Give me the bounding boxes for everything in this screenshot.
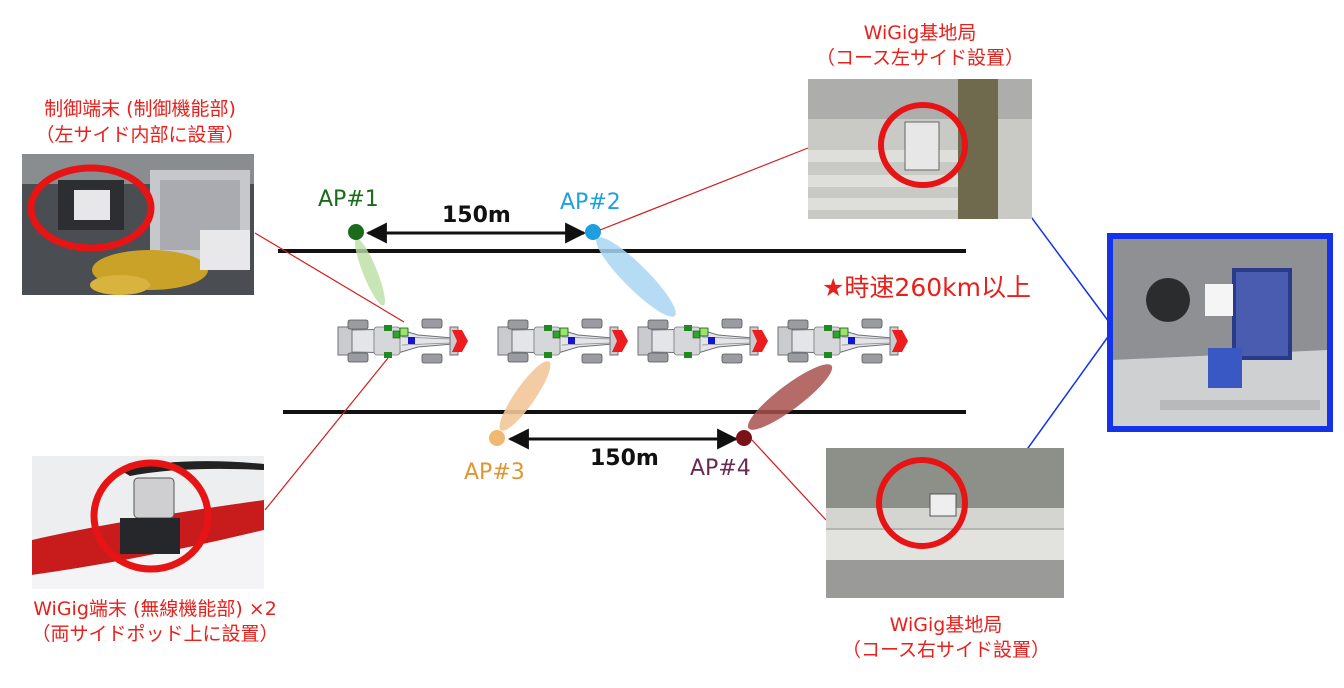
callout-ap4-base xyxy=(751,439,827,521)
highlight-circle-base-right xyxy=(876,457,968,549)
beam-ap4 xyxy=(747,364,833,430)
label-wigig-terminal-line2: （両サイドポッド上に設置） xyxy=(31,623,279,645)
beam-ap3 xyxy=(499,361,551,431)
highlight-circle-base-left xyxy=(878,102,968,188)
speed-label: ★時速260km以上 xyxy=(822,273,1031,302)
distance-label-top: 150m xyxy=(442,203,511,228)
label-ap2: AP#2 xyxy=(560,190,621,215)
photo-wigig-terminal xyxy=(32,456,264,589)
callout-ap2-base xyxy=(599,147,809,231)
label-ap4: AP#4 xyxy=(690,456,751,481)
label-control-terminal-line1: 制御端末 (制御機能部) xyxy=(44,98,236,120)
ap3-dot xyxy=(489,430,505,446)
photo-device xyxy=(1107,233,1333,432)
label-control-terminal-line2: （左サイド内部に設置） xyxy=(35,124,245,146)
direction-arrow-1 xyxy=(452,330,468,352)
photo-control-terminal xyxy=(22,154,254,295)
race-car-3 xyxy=(637,318,761,364)
race-car-1 xyxy=(337,318,461,364)
highlight-circle-control xyxy=(27,164,155,252)
direction-arrow-3 xyxy=(752,330,768,352)
direction-arrow-2 xyxy=(612,330,628,352)
highlight-circle-wigig xyxy=(90,459,212,573)
photo-base-station-left xyxy=(808,79,1032,219)
device-frame xyxy=(1107,233,1333,432)
ap4-dot xyxy=(736,430,752,446)
ap1-dot xyxy=(348,224,364,240)
direction-arrow-4 xyxy=(892,330,908,352)
race-car-2 xyxy=(497,318,621,364)
label-ap3: AP#3 xyxy=(464,460,525,485)
label-base-right-line2: （コース右サイド設置） xyxy=(841,639,1051,661)
distance-label-bottom: 150m xyxy=(590,446,659,471)
ap2-dot xyxy=(585,224,601,240)
label-base-right-line1: WiGig基地局 xyxy=(889,614,1003,636)
label-base-left-line2: （コース左サイド設置） xyxy=(815,47,1025,69)
callout-control-terminal xyxy=(254,232,405,323)
beam-ap2 xyxy=(596,237,676,317)
beam-ap1 xyxy=(355,238,385,306)
race-car-4 xyxy=(777,318,901,364)
label-wigig-terminal-line1: WiGig端末 (無線機能部) ×2 xyxy=(33,598,277,620)
label-base-left-line1: WiGig基地局 xyxy=(863,22,977,44)
photo-base-station-right xyxy=(826,448,1064,598)
label-ap1: AP#1 xyxy=(318,187,379,212)
callout-wigig-terminal xyxy=(264,357,389,511)
